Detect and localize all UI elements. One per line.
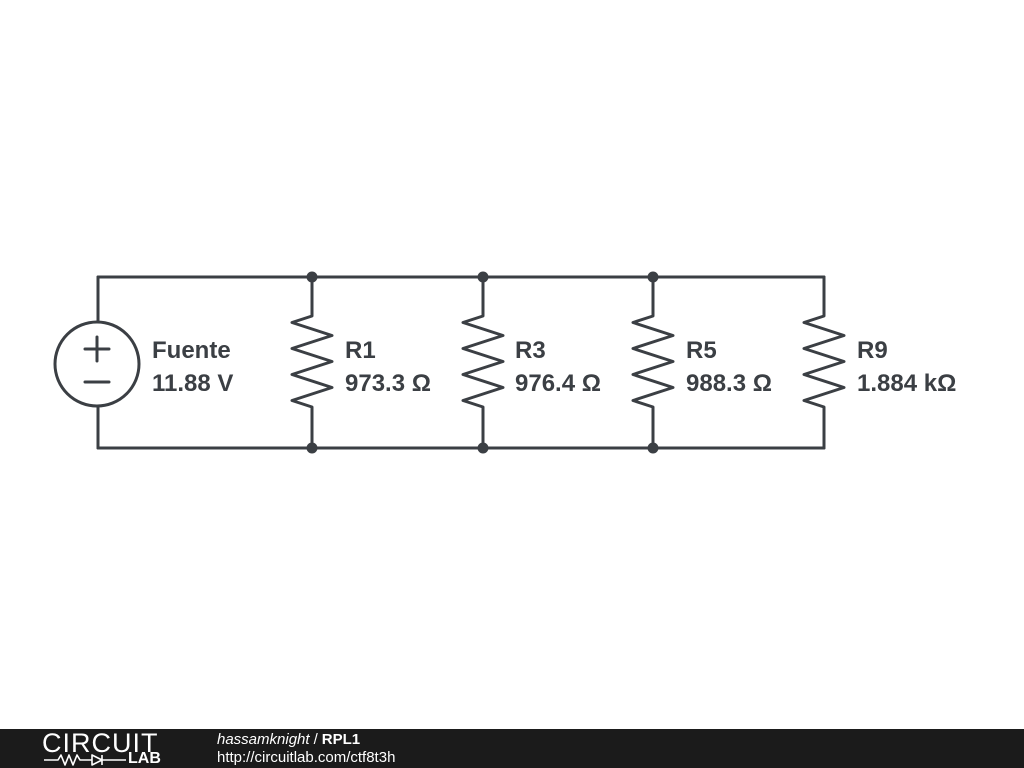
resistor-r9-symbol xyxy=(802,275,846,450)
circuit-url-link[interactable]: http://circuitlab.com/ctf8t3h xyxy=(217,749,396,766)
resistor-r9-name: R9 xyxy=(857,337,888,364)
resistor-r9: R9 1.884 kΩ xyxy=(802,275,956,450)
footer-title-line: hassamknight/RPL1 xyxy=(217,731,395,749)
circuit-title[interactable]: RPL1 xyxy=(321,731,361,748)
junctions xyxy=(306,271,659,454)
author-link[interactable]: hassamknight xyxy=(217,731,310,748)
footer-info: hassamknight/RPL1 http://circuitlab.com/… xyxy=(217,731,395,767)
source-value-label: 11.88 V xyxy=(152,370,233,397)
logo-circuit-text: CIRCUIT xyxy=(42,728,159,758)
junction-dot xyxy=(477,271,489,283)
separator: / xyxy=(313,731,318,748)
logo-resistor-diode-icon xyxy=(44,754,126,766)
junction-dot xyxy=(647,442,659,454)
schematic: Fuente 11.88 V R1 973.3 Ω R3 976.4 Ω R5 … xyxy=(53,271,956,454)
resistor-r9-value: 1.884 kΩ xyxy=(857,370,956,397)
resistor-r3: R3 976.4 Ω xyxy=(461,275,601,450)
resistor-r5: R5 988.3 Ω xyxy=(631,275,772,450)
plus-sign-icon xyxy=(83,335,111,363)
junction-dot xyxy=(306,442,318,454)
resistor-r3-symbol xyxy=(461,275,505,450)
junction-dot xyxy=(477,442,489,454)
resistor-r5-value: 988.3 Ω xyxy=(686,370,772,397)
resistor-r3-name: R3 xyxy=(515,337,546,364)
source-circle xyxy=(53,320,141,408)
resistor-r5-symbol xyxy=(631,275,675,450)
junction-dot xyxy=(306,271,318,283)
logo-lab-text: LAB xyxy=(128,750,161,767)
source-name-label: Fuente xyxy=(152,337,231,364)
circuitlab-logo[interactable]: CIRCUIT LAB xyxy=(42,730,178,768)
resistor-r1-symbol xyxy=(290,275,334,450)
resistor-r1: R1 973.3 Ω xyxy=(290,275,431,450)
resistor-r1-value: 973.3 Ω xyxy=(345,370,431,397)
voltage-source: Fuente 11.88 V xyxy=(53,275,233,450)
resistor-r5-name: R5 xyxy=(686,337,717,364)
resistor-r1-name: R1 xyxy=(345,337,376,364)
resistor-r3-value: 976.4 Ω xyxy=(515,370,601,397)
footer-bar: CIRCUIT LAB hassamknight/RPL1 http://cir… xyxy=(0,729,1024,768)
junction-dot xyxy=(647,271,659,283)
